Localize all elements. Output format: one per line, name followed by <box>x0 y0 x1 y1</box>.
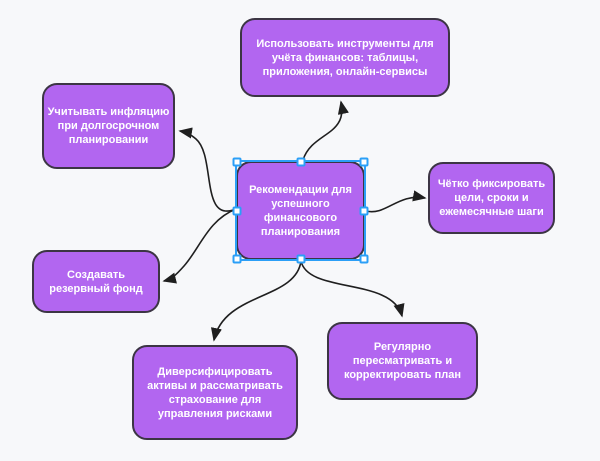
node-use-tools-label: Использовать инструменты для учёта финан… <box>256 37 434 78</box>
node-inflation[interactable]: Учитывать инфляцию при долгосрочном план… <box>42 83 175 169</box>
selection-handle-se[interactable] <box>359 254 369 264</box>
selection-handle-s[interactable] <box>296 254 305 264</box>
connector-center-bottom-right[interactable] <box>300 260 405 318</box>
node-inflation-label: Учитывать инфляцию при долгосрочном план… <box>47 106 170 146</box>
node-fix-goals[interactable]: Чётко фиксировать цели, сроки и ежемесяч… <box>428 162 555 234</box>
node-fix-goals-label: Чётко фиксировать цели, сроки и ежемесяч… <box>437 178 546 218</box>
selection-handle-n[interactable] <box>296 157 305 167</box>
node-reserve-fund-label: Создавать резервный фонд <box>49 268 143 295</box>
node-reserve-fund[interactable]: Создавать резервный фонд <box>32 250 160 313</box>
connector-center-top[interactable] <box>302 100 349 161</box>
connector-center-bottom-middle[interactable] <box>210 260 302 342</box>
selection-handle-w[interactable] <box>232 206 242 215</box>
selection-handle-nw[interactable] <box>232 157 242 167</box>
node-diversify[interactable]: Диверсифицировать активы и рассматривать… <box>132 345 298 440</box>
selection-handle-ne[interactable] <box>359 157 369 167</box>
connector-center-upper-left[interactable] <box>178 127 237 212</box>
connector-center-reserve[interactable] <box>162 208 237 284</box>
node-use-tools[interactable]: Использовать инструменты для учёта финан… <box>240 18 450 97</box>
node-review-plan-label: Регулярно пересматривать и корректироват… <box>343 341 462 381</box>
selection-handle-sw[interactable] <box>232 254 242 264</box>
node-diversify-label: Диверсифицировать активы и рассматривать… <box>147 365 283 420</box>
node-review-plan[interactable]: Регулярно пересматривать и корректироват… <box>327 322 478 400</box>
node-recommendations-label: Рекомендации для успешного финансового п… <box>249 183 352 238</box>
connector-center-right[interactable] <box>365 190 427 213</box>
selection-handle-e[interactable] <box>359 206 369 215</box>
node-recommendations-center[interactable]: Рекомендации для успешного финансового п… <box>236 161 365 260</box>
